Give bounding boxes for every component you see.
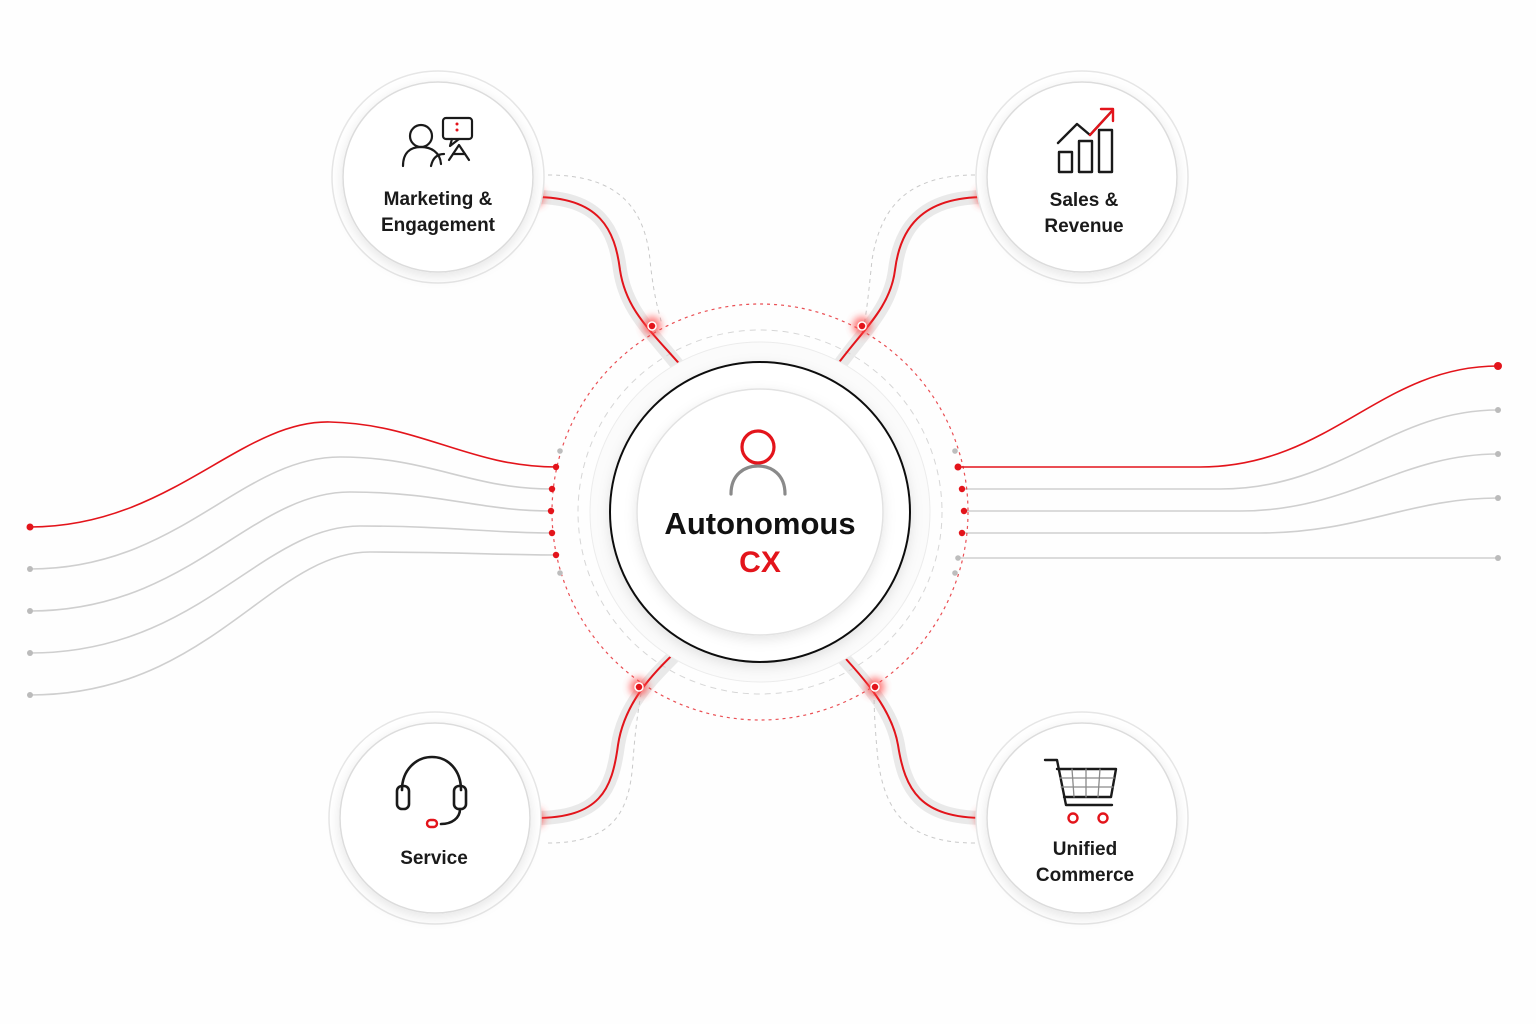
- left-flow-line: [29, 525, 553, 654]
- right-endpoint-dot-accent: [1494, 362, 1502, 370]
- right-flow-lines: [958, 362, 1502, 561]
- right-endpoint-dot: [1495, 451, 1501, 457]
- node-label-service-line1: Service: [400, 848, 468, 869]
- node-label-sales: Sales & Revenue: [1044, 188, 1123, 240]
- people-chat-icon: [401, 116, 474, 168]
- left-flow-line: [29, 491, 552, 612]
- node-label-sales-line2: Revenue: [1044, 216, 1124, 237]
- node-label-marketing-line2: Engagement: [380, 215, 496, 236]
- connector-sales: [831, 196, 986, 373]
- right-endpoint-dot: [1495, 555, 1501, 561]
- left-endpoint-dot: [27, 692, 33, 698]
- center-subtitle: CX: [739, 546, 781, 579]
- right-endpoint-dot: [1495, 495, 1501, 501]
- inner-dashed-ring: [577, 329, 943, 695]
- headset-icon: [395, 755, 468, 829]
- connector-dashed-guides: [547, 174, 976, 844]
- node-circle-service: [339, 722, 531, 914]
- left-endpoint-dot: [27, 608, 33, 614]
- left-flow-lines: [26, 421, 557, 698]
- node-circle-commerce: [986, 722, 1178, 914]
- red-connectors: [534, 196, 986, 819]
- connector-marketing: [534, 196, 684, 369]
- connector-commerce: [833, 645, 986, 819]
- connector-service: [534, 645, 683, 819]
- growth-chart-icon: [1056, 107, 1115, 174]
- node-label-marketing: Marketing & Engagement: [381, 187, 495, 239]
- right-flow-line: [962, 497, 1499, 534]
- node-label-commerce-line2: Commerce: [1035, 865, 1135, 886]
- node-circle-sales: [986, 81, 1178, 273]
- left-flow-line: [29, 456, 553, 570]
- node-label-commerce-line1: Unified: [1052, 839, 1118, 860]
- left-endpoint-dot: [27, 650, 33, 656]
- node-label-marketing-line1: Marketing &: [383, 189, 493, 210]
- left-endpoint-dot-accent: [26, 523, 34, 531]
- right-flow-line: [964, 453, 1499, 512]
- central-hub: [589, 341, 931, 683]
- node-label-commerce: Unified Commerce: [1036, 837, 1134, 889]
- center-title: Autonomous: [664, 506, 856, 541]
- ring-entry-dots: [547, 448, 968, 576]
- left-flow-line-accent: [29, 421, 557, 528]
- shopping-cart-icon: [1043, 758, 1118, 824]
- node-label-sales-line1: Sales &: [1049, 190, 1119, 211]
- node-circles: [328, 70, 1189, 925]
- right-flow-line-accent: [958, 365, 1499, 468]
- node-circle-marketing: [342, 81, 534, 273]
- left-endpoint-dot: [27, 566, 33, 572]
- node-label-service: Service: [400, 846, 468, 872]
- right-endpoint-dot: [1495, 407, 1501, 413]
- user-icon: [729, 429, 787, 496]
- right-flow-line: [962, 409, 1499, 490]
- left-flow-line: [29, 551, 557, 696]
